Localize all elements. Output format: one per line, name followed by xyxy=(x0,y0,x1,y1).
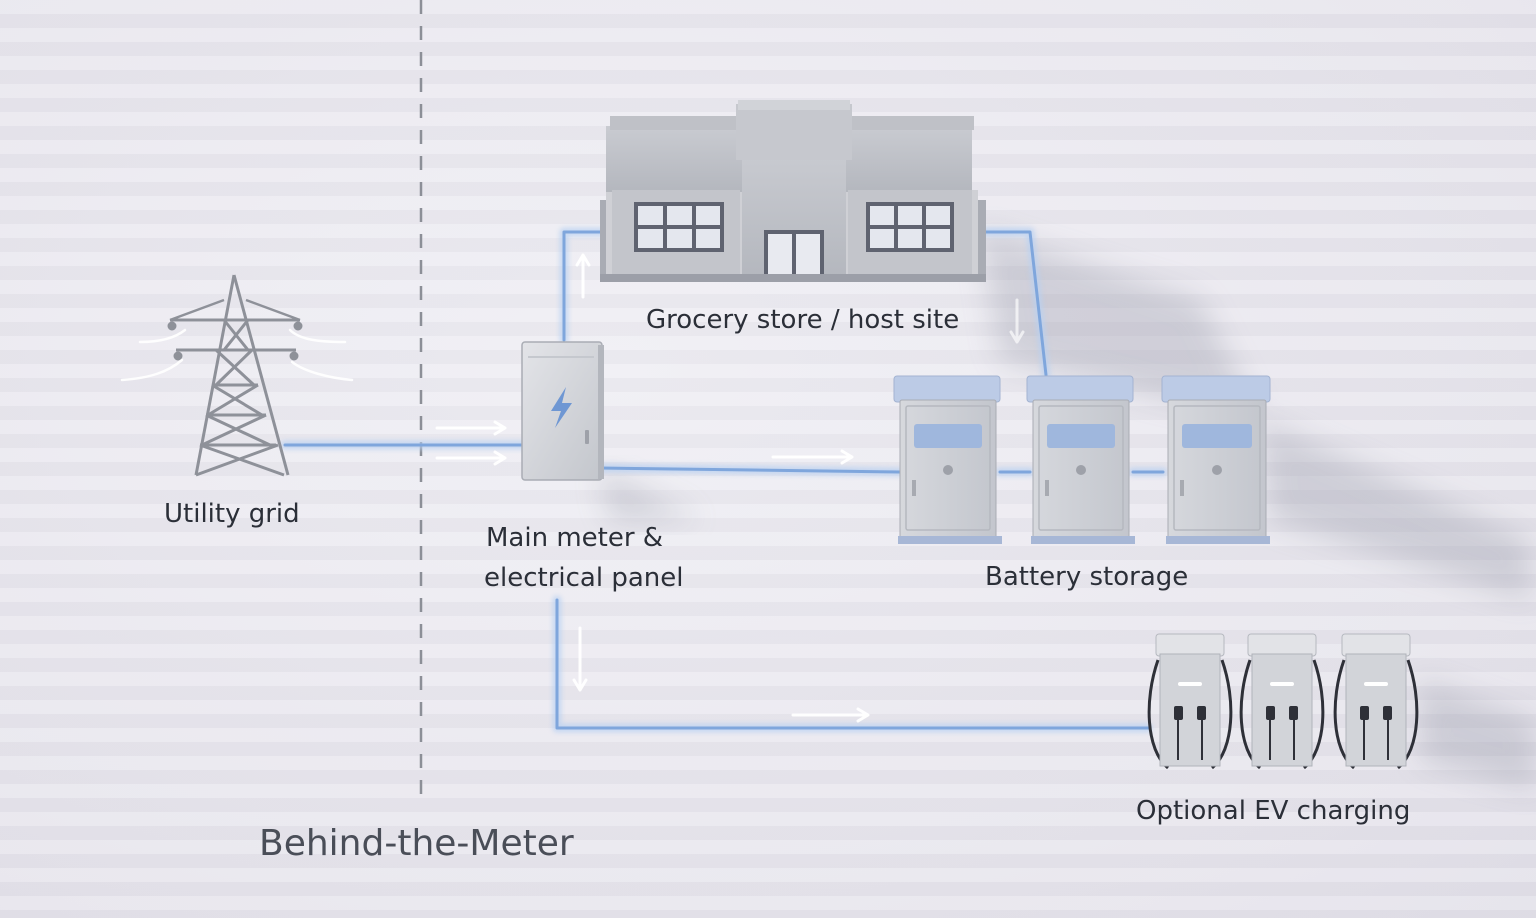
arrow-down-icon xyxy=(1009,298,1025,344)
battery-cabinet xyxy=(1161,375,1271,544)
lightning-bolt-icon xyxy=(551,387,572,428)
arrow-down-icon xyxy=(572,626,588,692)
arrow-right-icon xyxy=(435,420,507,436)
battery-storage-units xyxy=(893,375,1271,544)
battery-cabinet xyxy=(1026,375,1135,544)
ev-charger-icon xyxy=(1333,633,1419,770)
battery-storage-label: Battery storage xyxy=(985,562,1189,592)
ev-chargers xyxy=(1147,633,1419,770)
flow-arrows xyxy=(435,253,1025,723)
grid-current-lines xyxy=(120,328,354,382)
transmission-tower-icon xyxy=(167,274,303,477)
store-door xyxy=(764,230,824,278)
ev-charging-label: Optional EV charging xyxy=(1136,796,1411,826)
utility-grid-label: Utility grid xyxy=(164,499,300,529)
ground-shadows xyxy=(600,230,1536,790)
arrow-right-icon xyxy=(771,449,854,465)
electrical-panel-icon xyxy=(521,341,604,481)
arrow-right-icon xyxy=(435,450,507,466)
main-meter-label-line1: Main meter & xyxy=(486,523,664,553)
battery-cabinet xyxy=(893,375,1002,544)
behind-the-meter-title: Behind-the-Meter xyxy=(259,823,574,864)
main-meter-label-line2: electrical panel xyxy=(484,563,684,593)
store-window xyxy=(634,202,724,252)
grocery-store-building xyxy=(600,100,986,282)
arrow-up-icon xyxy=(575,253,591,299)
arrow-right-icon xyxy=(791,707,870,723)
ev-charger-icon xyxy=(1239,633,1325,770)
power-wires xyxy=(280,227,1168,733)
ev-charger-icon xyxy=(1147,633,1233,770)
store-window xyxy=(866,202,954,252)
grocery-store-label: Grocery store / host site xyxy=(646,305,960,335)
